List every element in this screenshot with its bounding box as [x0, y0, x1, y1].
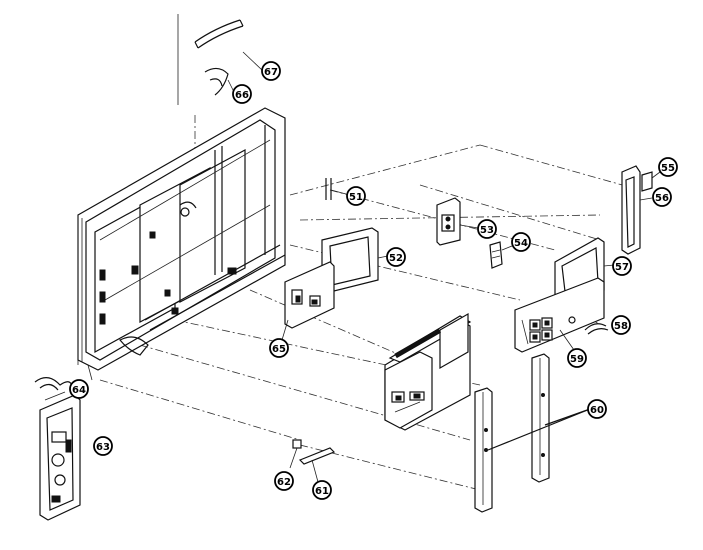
callout-67-label: 67 [264, 67, 278, 78]
callout-67: 67 [261, 61, 281, 81]
callout-64-label: 64 [72, 385, 86, 396]
callout-52-label: 52 [389, 253, 403, 264]
center-module [384, 312, 472, 431]
part-58-connector [568, 316, 609, 335]
callout-53: 53 [477, 219, 497, 239]
callout-57: 57 [612, 256, 632, 276]
callout-56-label: 56 [655, 193, 669, 204]
part-60-leader-lines [487, 408, 591, 451]
callout-61: 61 [312, 480, 332, 500]
callout-56: 56 [652, 187, 672, 207]
callout-61-label: 61 [315, 486, 329, 497]
part-52-circuit-board [321, 227, 389, 293]
part-53-bracket [436, 197, 479, 246]
callout-54-label: 54 [514, 238, 528, 249]
part-59-relay-board [514, 277, 605, 353]
callout-62-label: 62 [277, 477, 291, 488]
part-51-bracket [325, 178, 347, 200]
callout-57-label: 57 [615, 262, 629, 273]
callout-53-label: 53 [480, 225, 494, 236]
part-64-wire [34, 377, 73, 391]
callout-51: 51 [346, 186, 366, 206]
callout-58-label: 58 [614, 321, 628, 332]
callout-60: 60 [587, 399, 607, 419]
callout-60-label: 60 [590, 405, 604, 416]
part-60-rail-left [474, 387, 493, 513]
part-65-panel [281, 261, 335, 341]
main-chassis [77, 107, 286, 381]
part-63-side-board [39, 391, 81, 521]
callout-59: 59 [567, 348, 587, 368]
callout-52: 52 [386, 247, 406, 267]
callout-55-label: 55 [661, 163, 675, 174]
callout-58: 58 [611, 315, 631, 335]
callout-54: 54 [511, 232, 531, 252]
part-62-clip [289, 439, 302, 469]
callout-63-label: 63 [96, 442, 110, 453]
callout-66-label: 66 [235, 90, 249, 101]
part-67-clamp [194, 19, 263, 71]
part-55-screw [641, 171, 661, 192]
part-56-side-rail [621, 165, 653, 255]
part-61-bar [298, 447, 336, 483]
callout-51-label: 51 [349, 192, 363, 203]
callout-65: 65 [269, 338, 289, 358]
callout-66: 66 [232, 84, 252, 104]
part-66-wire [204, 67, 235, 96]
callout-64: 64 [69, 379, 89, 399]
callout-55: 55 [658, 157, 678, 177]
part-60-rail-right [531, 353, 550, 483]
part-54-clip [489, 241, 513, 269]
callout-65-label: 65 [272, 344, 286, 355]
callout-59-label: 59 [570, 354, 584, 365]
callout-62: 62 [274, 471, 294, 491]
callout-63: 63 [93, 436, 113, 456]
